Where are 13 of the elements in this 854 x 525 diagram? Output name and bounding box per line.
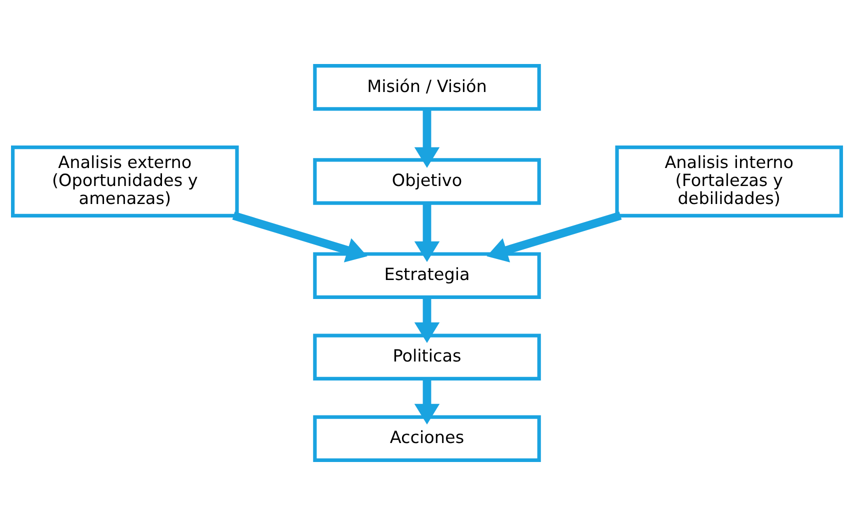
node-box: Objetivo [313, 158, 541, 204]
node-box: Analisis externo (Oportunidades y amenazas) [11, 145, 239, 217]
node-box: Politicas [313, 333, 541, 380]
node-box: Misión / Visión [313, 64, 541, 110]
node-box: Acciones [313, 414, 541, 462]
node-box: Analisis interno (Fortalezas y debilidades) [615, 145, 843, 217]
node-box: Estrategia [313, 252, 541, 298]
arrow [414, 378, 440, 424]
arrow [414, 108, 440, 168]
arrow [414, 297, 440, 343]
arrow [486, 211, 622, 262]
arrow [232, 211, 368, 262]
arrow [414, 203, 440, 262]
